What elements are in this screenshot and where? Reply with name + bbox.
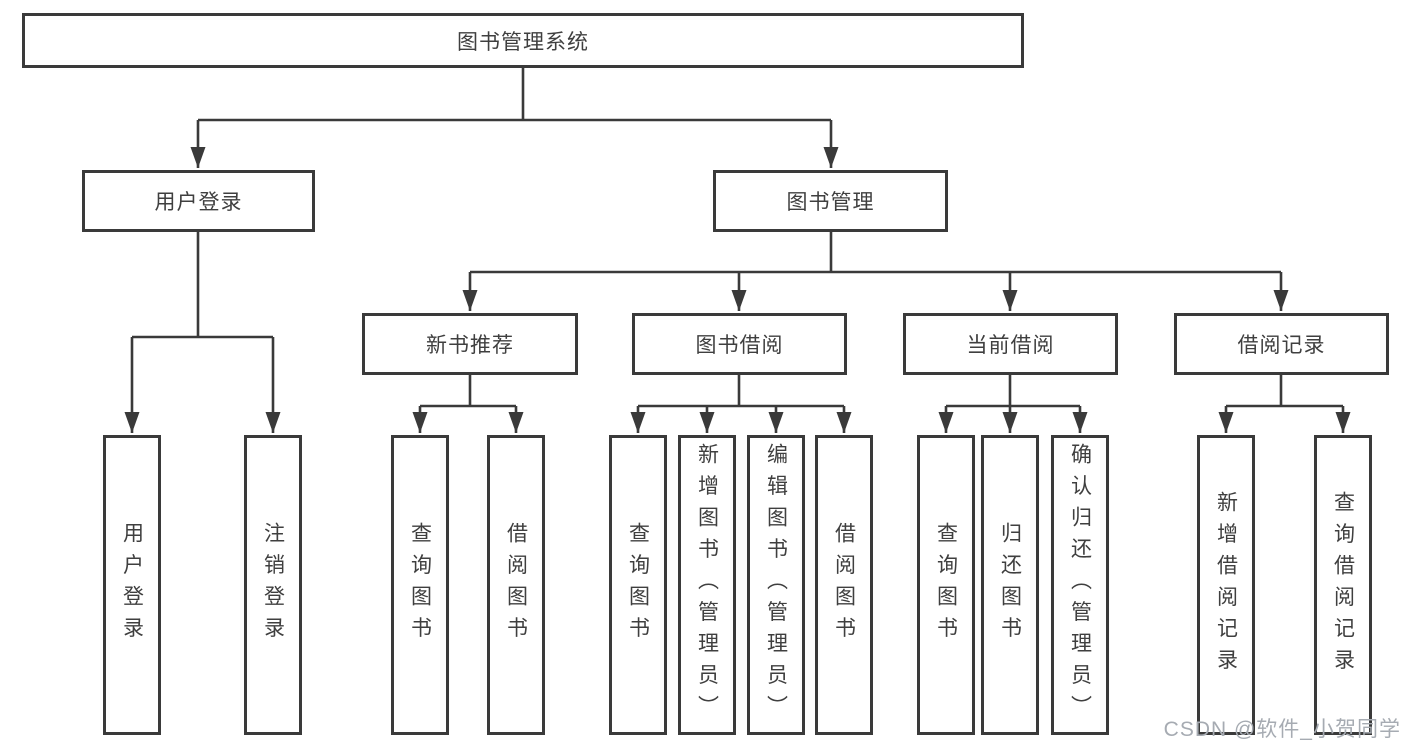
connector-new-book-recommend <box>412 375 524 433</box>
leaf-bb-query-book: 查询图书 <box>609 435 667 735</box>
node-root: 图书管理系统 <box>22 13 1024 68</box>
leaf-bb-add-book-admin-label: 新增图书（管理员） <box>695 443 719 727</box>
node-new-book-recommend-label: 新书推荐 <box>426 334 514 357</box>
leaf-nbr-query-book: 查询图书 <box>391 435 449 735</box>
leaf-bb-add-book-admin: 新增图书（管理员） <box>678 435 736 735</box>
node-borrow-records-label: 借阅记录 <box>1237 334 1326 357</box>
leaf-br-query-record: 查询借阅记录 <box>1314 435 1372 735</box>
leaf-nbr-query-book-label: 查询图书 <box>408 522 432 648</box>
connector-user-login <box>124 232 281 433</box>
node-root-label: 图书管理系统 <box>457 30 589 54</box>
node-new-book-recommend: 新书推荐 <box>362 313 578 375</box>
leaf-bb-edit-book-admin-label: 编辑图书（管理员） <box>764 443 788 727</box>
node-current-borrow-label: 当前借阅 <box>966 334 1055 357</box>
node-book-management: 图书管理 <box>713 170 948 232</box>
leaf-cb-return-book: 归还图书 <box>981 435 1039 735</box>
connector-book-borrow <box>630 375 852 433</box>
leaf-bb-edit-book-admin: 编辑图书（管理员） <box>747 435 805 735</box>
leaf-bb-borrow-book-label: 借阅图书 <box>832 522 856 648</box>
node-user-login-group: 用户登录 <box>82 170 315 232</box>
leaf-user-login-label: 用户登录 <box>120 522 144 648</box>
connector-root <box>190 68 839 168</box>
node-borrow-records: 借阅记录 <box>1174 313 1389 375</box>
watermark: CSDN @软件_小贺同学 <box>1163 718 1401 741</box>
leaf-bb-borrow-book: 借阅图书 <box>815 435 873 735</box>
leaf-cb-confirm-return-admin-label: 确认归还（管理员） <box>1068 443 1092 727</box>
node-book-borrow: 图书借阅 <box>632 313 847 375</box>
leaf-nbr-borrow-book-label: 借阅图书 <box>504 522 528 648</box>
node-book-borrow-label: 图书借阅 <box>695 334 784 357</box>
leaf-br-add-record-label: 新增借阅记录 <box>1214 490 1238 680</box>
leaf-user-login: 用户登录 <box>103 435 161 735</box>
node-book-management-label: 图书管理 <box>786 191 875 214</box>
connector-current-borrow <box>938 375 1088 433</box>
connector-book-management <box>462 232 1289 311</box>
leaf-logout-label: 注销登录 <box>261 522 285 648</box>
leaf-logout: 注销登录 <box>244 435 302 735</box>
leaf-cb-confirm-return-admin: 确认归还（管理员） <box>1051 435 1109 735</box>
leaf-cb-query-book-label: 查询图书 <box>934 522 958 648</box>
leaf-nbr-borrow-book: 借阅图书 <box>487 435 545 735</box>
leaf-br-add-record: 新增借阅记录 <box>1197 435 1255 735</box>
leaf-cb-return-book-label: 归还图书 <box>998 522 1022 648</box>
leaf-cb-query-book: 查询图书 <box>917 435 975 735</box>
node-user-login-group-label: 用户登录 <box>154 191 243 214</box>
connector-borrow-records <box>1218 375 1351 433</box>
node-current-borrow: 当前借阅 <box>903 313 1118 375</box>
leaf-bb-query-book-label: 查询图书 <box>626 522 650 648</box>
leaf-br-query-record-label: 查询借阅记录 <box>1331 490 1355 680</box>
